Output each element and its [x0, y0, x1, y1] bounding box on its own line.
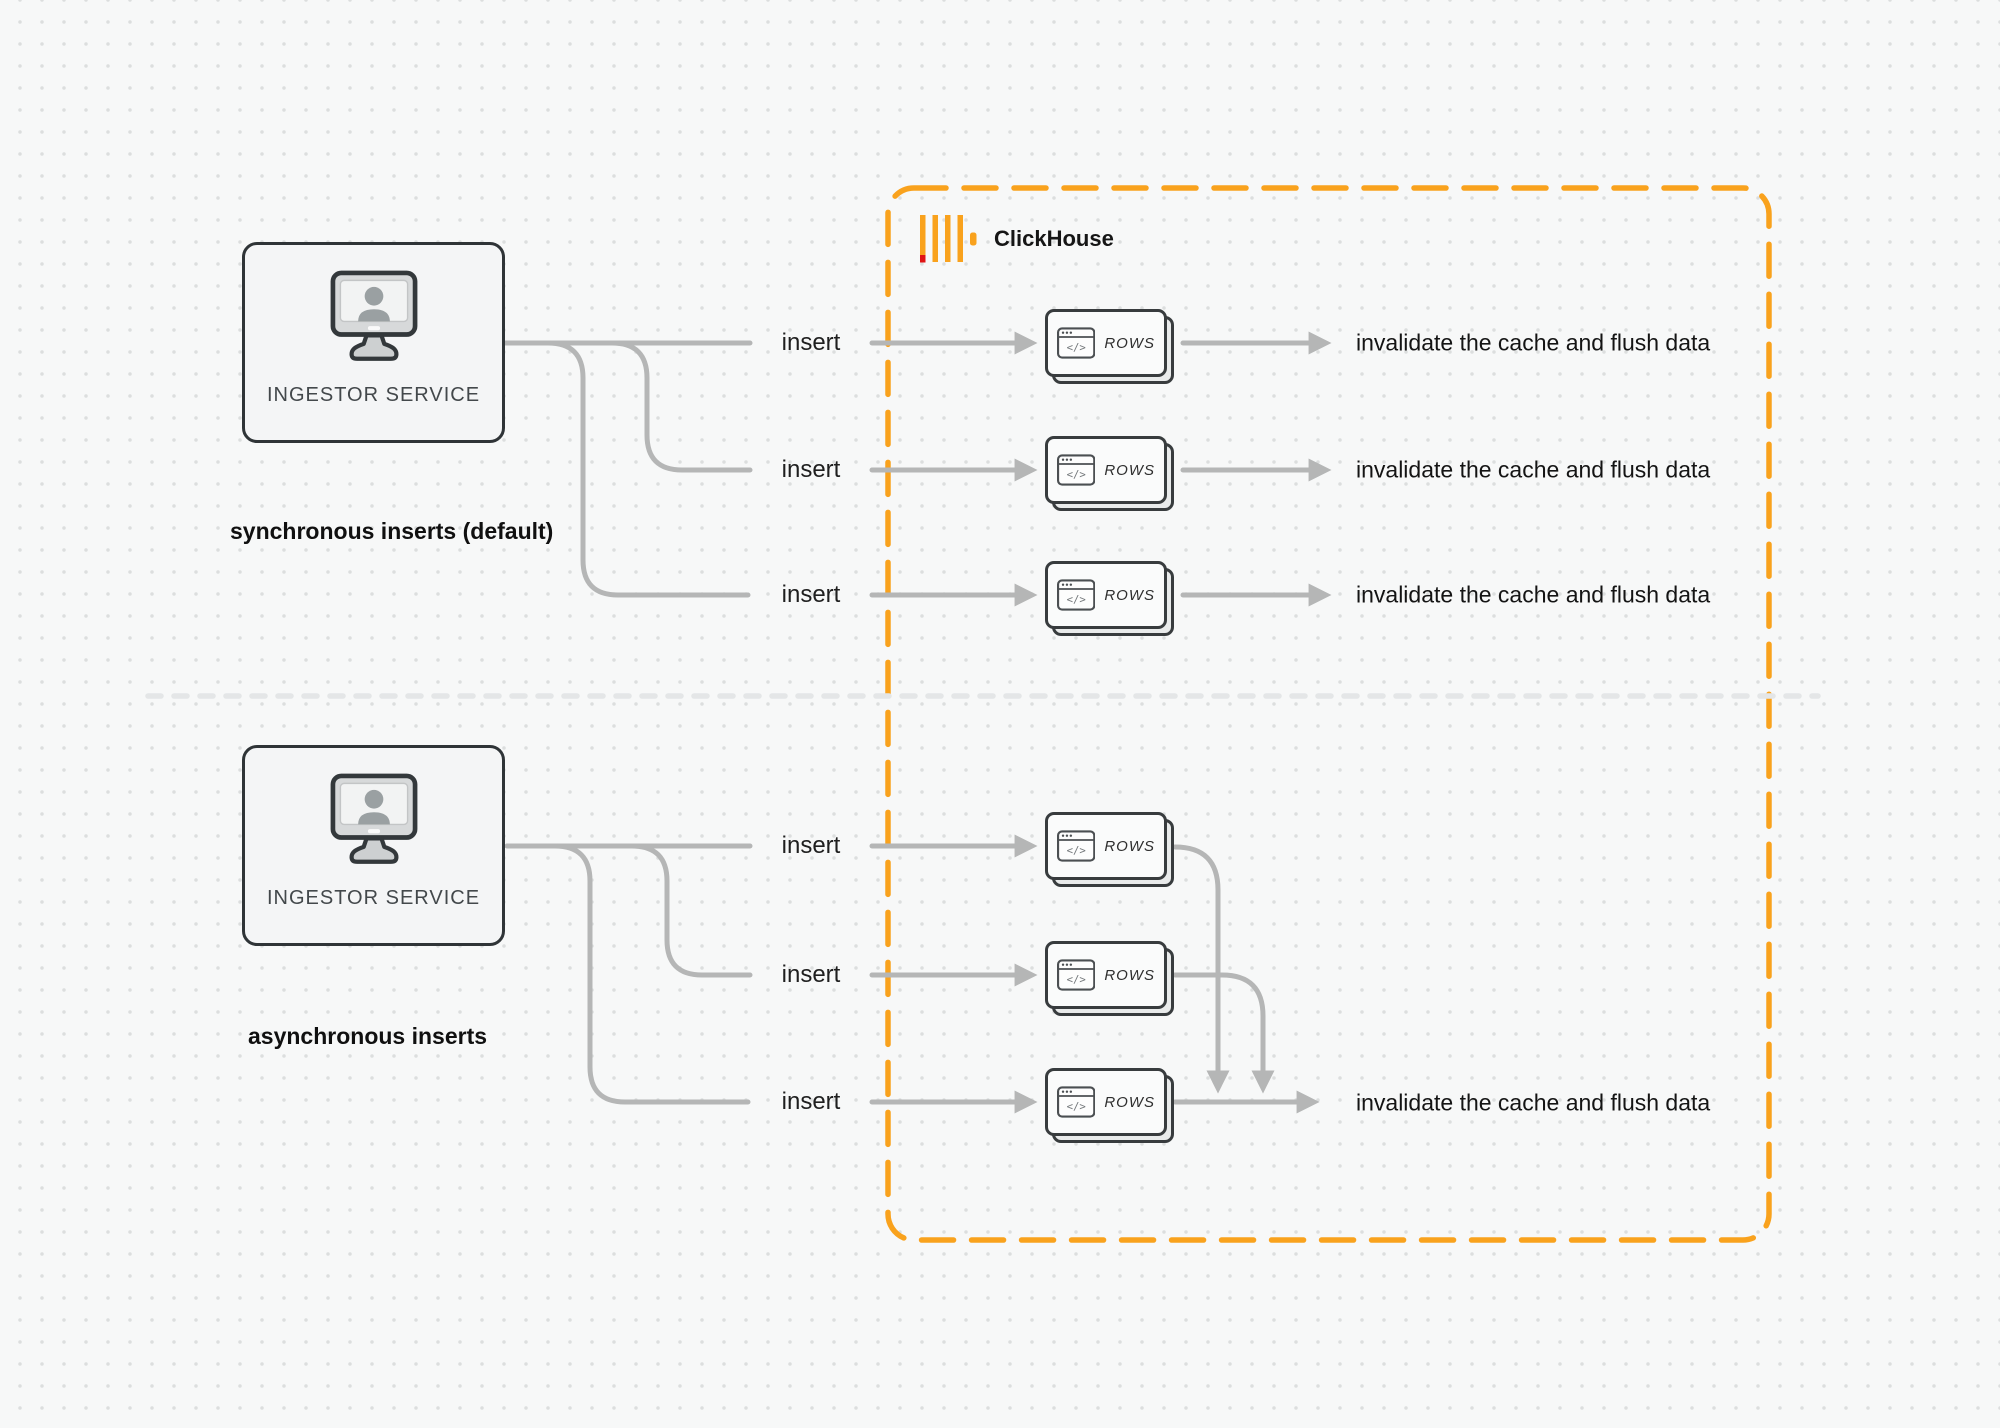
rows-card-front: </> ROWS: [1045, 436, 1167, 504]
clickhouse-dashed-border: [885, 185, 1772, 1243]
insert-label: insert: [781, 329, 841, 356]
monitor-user-icon: [330, 270, 417, 361]
clickhouse-logo-icon: [920, 215, 977, 263]
code-window-icon: </>: [1057, 959, 1096, 991]
rows-card-label: ROWS: [1104, 586, 1155, 604]
code-window-icon: </>: [1057, 454, 1096, 486]
rows-card-label: ROWS: [1104, 966, 1155, 984]
monitor-user-icon: [330, 773, 417, 864]
ingestor-service-label: INGESTOR SERVICE: [266, 384, 481, 406]
rows-card-front: </> ROWS: [1045, 1068, 1167, 1136]
clickhouse-header: ClickHouse: [920, 215, 1114, 263]
rows-card-front: </> ROWS: [1045, 309, 1167, 377]
rows-card: </> ROWS: [1045, 561, 1174, 636]
result-label: invalidate the cache and flush data: [1356, 581, 1711, 608]
svg-text:</>: </>: [1067, 593, 1086, 606]
insert-label: insert: [781, 961, 841, 988]
async-merge-from-row2: [1172, 972, 1275, 1094]
async-branch-row3: [552, 843, 751, 1105]
rows-card-front: </> ROWS: [1045, 941, 1167, 1009]
result-label: invalidate the cache and flush data: [1356, 329, 1711, 356]
ingestor-service-box-sync: INGESTOR SERVICE: [242, 242, 505, 443]
svg-text:</>: </>: [1067, 844, 1086, 857]
rows-card-front: </> ROWS: [1045, 812, 1167, 880]
code-window-icon: </>: [1057, 830, 1096, 862]
insert-label: insert: [781, 581, 841, 608]
sync-branch-row3: [545, 340, 751, 598]
insert-label: insert: [781, 832, 841, 859]
result-label: invalidate the cache and flush data: [1356, 456, 1711, 483]
async-branch-row2: [629, 843, 753, 978]
svg-text:</>: </>: [1067, 341, 1086, 354]
ingestor-service-label: INGESTOR SERVICE: [266, 887, 481, 909]
rows-card-label: ROWS: [1104, 334, 1155, 352]
code-window-icon: </>: [1057, 579, 1096, 611]
ingestor-service-box-async: INGESTOR SERVICE: [242, 745, 505, 946]
insert-label: insert: [781, 1088, 841, 1115]
rows-card: </> ROWS: [1045, 812, 1174, 887]
clickhouse-label: ClickHouse: [994, 226, 1114, 251]
svg-text:</>: </>: [1067, 1100, 1086, 1113]
async-merge-from-row1: [1172, 844, 1230, 1094]
svg-text:</>: </>: [1067, 973, 1086, 986]
rows-card: </> ROWS: [1045, 1068, 1174, 1143]
result-label: invalidate the cache and flush data: [1356, 1089, 1711, 1116]
insert-label: insert: [781, 456, 841, 483]
rows-card: </> ROWS: [1045, 941, 1174, 1016]
rows-card-label: ROWS: [1104, 461, 1155, 479]
sync-section-caption: synchronous inserts (default): [230, 518, 554, 544]
sync-branch-row2: [609, 340, 753, 473]
rows-card: </> ROWS: [1045, 309, 1174, 384]
code-window-icon: </>: [1057, 327, 1096, 359]
rows-card: </> ROWS: [1045, 436, 1174, 511]
svg-text:</>: </>: [1067, 468, 1086, 481]
code-window-icon: </>: [1057, 1086, 1096, 1118]
async-section-caption: asynchronous inserts: [248, 1023, 488, 1049]
rows-card-label: ROWS: [1104, 837, 1155, 855]
rows-card-label: ROWS: [1104, 1093, 1155, 1111]
rows-card-front: </> ROWS: [1045, 561, 1167, 629]
